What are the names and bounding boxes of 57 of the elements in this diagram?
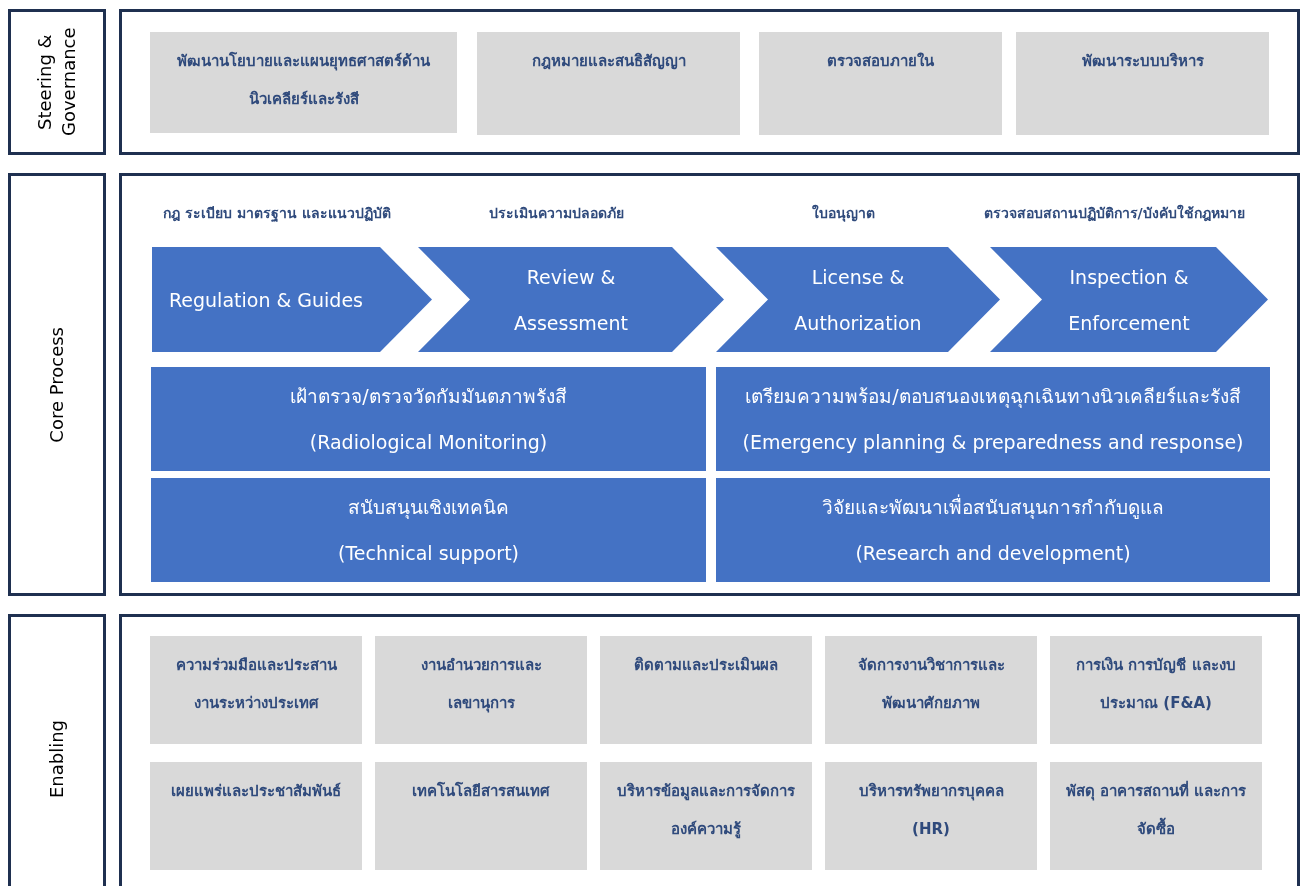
function-box [825, 636, 1037, 744]
function-label: จัดการงานวิชาการและพัฒนาศักยภาพ [856, 655, 1006, 714]
chevron-label: Review & Assessment [513, 264, 629, 336]
function-box [600, 762, 812, 870]
function-box [1050, 636, 1262, 744]
function-box [375, 762, 587, 870]
function-label: บริหารทรัพยากรบุคคล (HR) [857, 781, 1005, 840]
function-label: เทคโนโลยีสารสนเทศ [412, 781, 550, 802]
function-box [759, 32, 1002, 135]
function-label: การเงิน การบัญชี และงบประมาณ (F&A) [1075, 655, 1237, 714]
process-label: (Research and development) [855, 541, 1131, 566]
function-box [375, 636, 587, 744]
function-box [150, 32, 457, 133]
section-title: Core Process [45, 326, 68, 443]
process-label: (Technical support) [337, 541, 520, 566]
chevron-label: License & Authorization [793, 264, 923, 336]
function-label: กฎหมายและสนธิสัญญา [531, 51, 686, 72]
function-box [600, 636, 812, 744]
function-label: บริหารข้อมูลและการจัดการองค์ความรู้ [616, 781, 796, 841]
section-frame [119, 173, 1300, 596]
section-title: Enabling [45, 719, 68, 799]
process-box [716, 478, 1270, 582]
function-box [150, 636, 362, 744]
process-label: วิจัยและพัฒนาเพื่อสนับสนุนการกำกับดูแล [822, 493, 1164, 521]
function-label: พัฒนานโยบายและแผนยุทธศาสตร์ด้านนิวเคลียร์และรังสี [176, 51, 431, 110]
step-heading: ตรวจสอบสถานปฏิบัติการ/บังคับใช้กฎหมาย [983, 203, 1245, 224]
process-label: (Emergency planning & preparedness and response) [742, 430, 1244, 455]
process-box [716, 367, 1270, 471]
function-label: ความร่วมมือและประสานงานระหว่างประเทศ [174, 655, 338, 714]
section-frame [119, 9, 1300, 155]
function-box [150, 762, 362, 870]
step-heading: กฎ ระเบียบ มาตรฐาน และแนวปฏิบัติ [163, 204, 391, 224]
process-box [151, 367, 706, 471]
section-label [8, 9, 106, 155]
function-label: ติดตามและประเมินผล [634, 655, 778, 676]
process-label: (Radiological Monitoring) [309, 430, 548, 455]
section-title: Steering & Governance [33, 26, 80, 139]
section-label [8, 614, 106, 886]
process-label: สนับสนุนเชิงเทคนิค [348, 495, 509, 521]
process-box [151, 478, 706, 582]
section-label [8, 173, 106, 596]
process-label: เตรียมความพร้อม/ตอบสนองเหตุฉุกเฉินทางนิวเคลียร์และรังสี [745, 384, 1241, 410]
function-box [477, 32, 740, 135]
function-label: ตรวจสอบภายใน [827, 51, 934, 72]
process-label: เฝ้าตรวจ/ตรวจวัดกัมมันตภาพรังสี [290, 384, 567, 409]
function-label: งานอำนวยการและเลขานุการ [419, 655, 543, 715]
chevron-label: Inspection & Enforcement [1067, 264, 1191, 336]
function-box [825, 762, 1037, 870]
step-heading: ประเมินความปลอดภัย [488, 204, 624, 223]
function-box [1016, 32, 1269, 135]
chevron-label: Regulation & Guides [168, 287, 363, 313]
function-box [1050, 762, 1262, 870]
section-frame [119, 614, 1300, 886]
step-heading: ใบอนุญาต [811, 203, 875, 224]
function-label: พัสดุ อาคารสถานที่ และการจัดซื้อ [1064, 779, 1248, 840]
function-label: พัฒนาระบบบริหาร [1081, 51, 1204, 72]
function-label: เผยแพร่และประชาสัมพันธ์ [171, 781, 341, 802]
